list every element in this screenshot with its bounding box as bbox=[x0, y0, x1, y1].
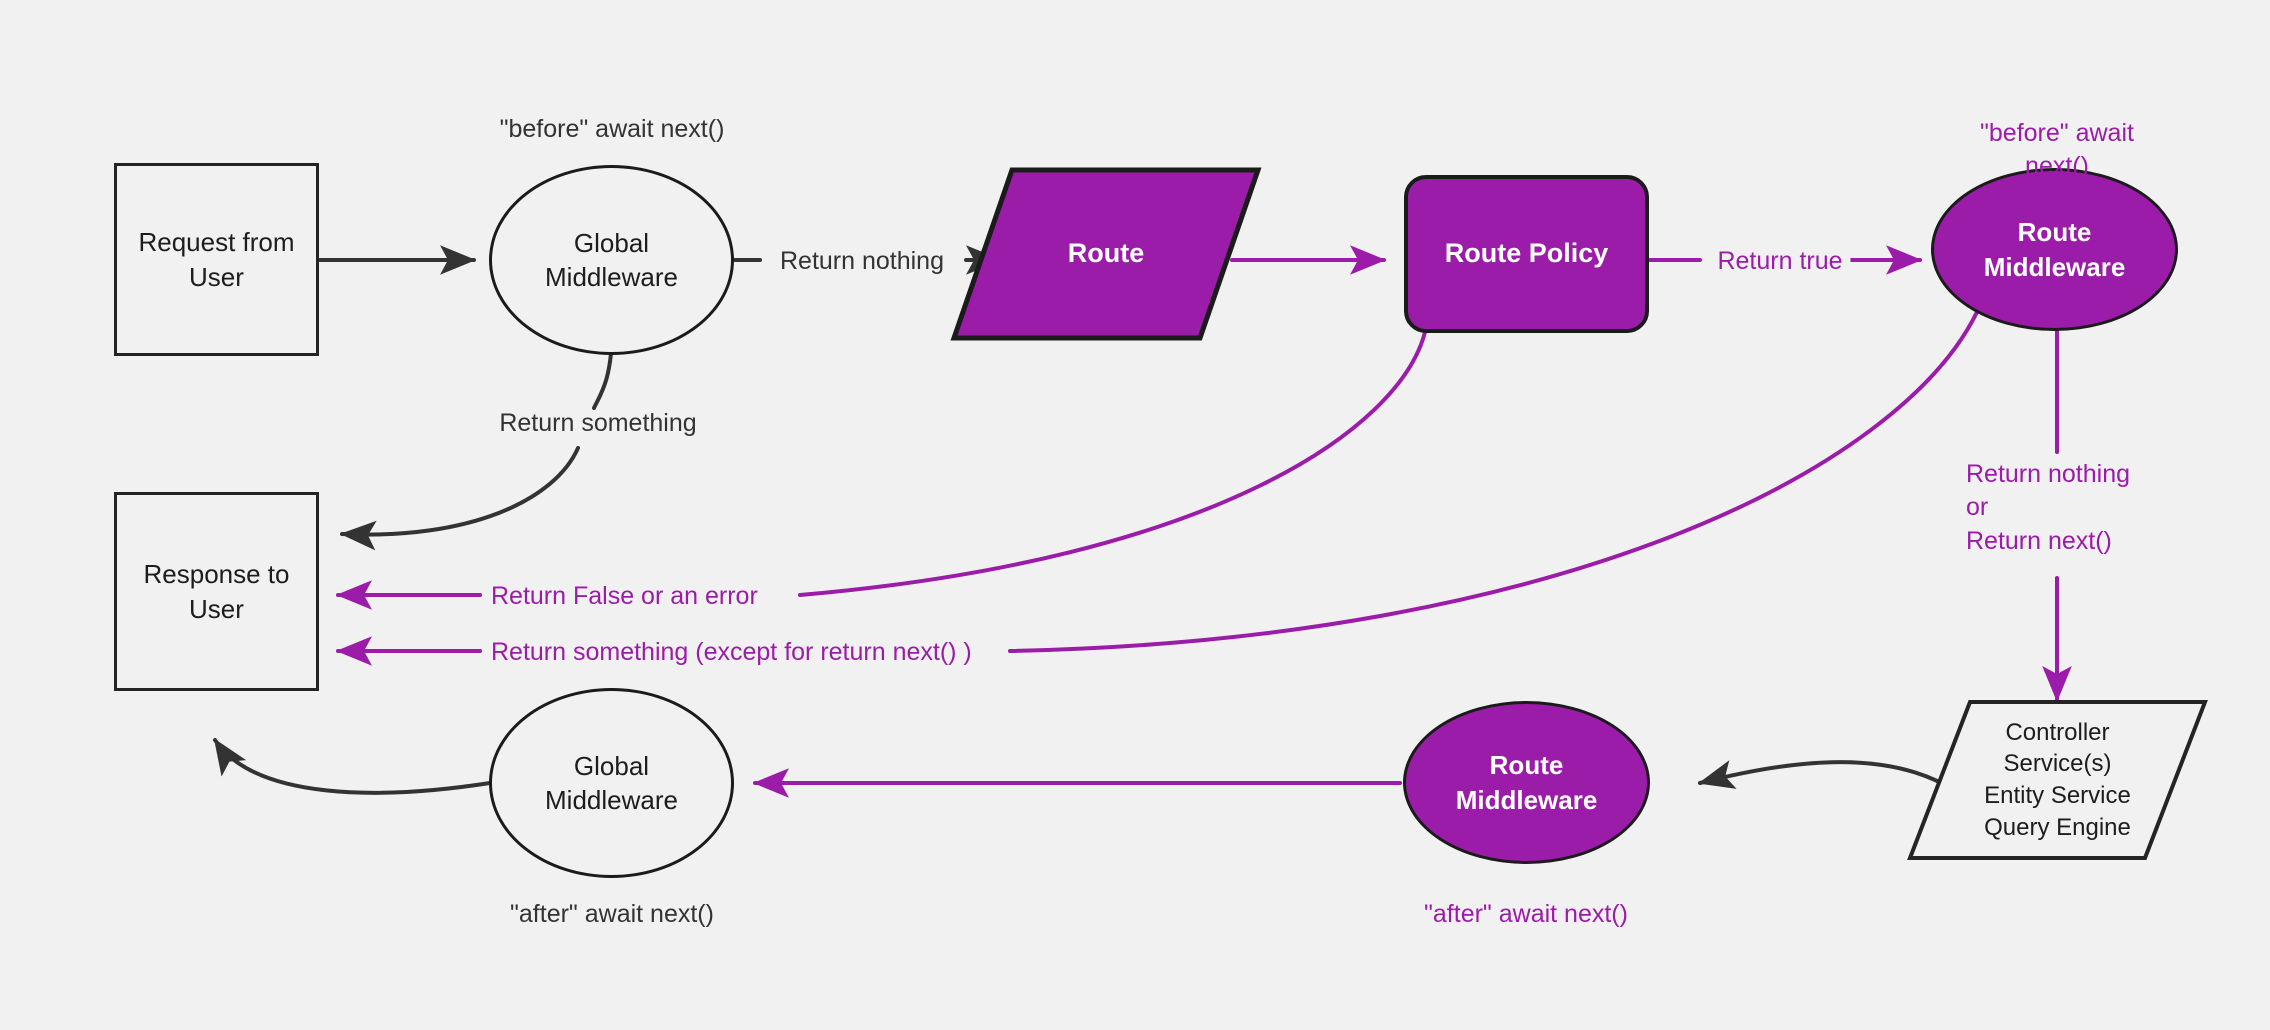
node-route-middleware-after-label: Route Middleware bbox=[1455, 750, 1598, 815]
edge-route-middleware-to-response bbox=[1008, 310, 1979, 653]
node-route-middleware-after[interactable]: Route Middleware bbox=[1403, 701, 1650, 864]
edge-global-middleware-to-response-tail bbox=[340, 446, 580, 551]
shape-controller-parallelogram bbox=[1907, 700, 2208, 860]
edge-label-return-false-or-error: Return False or an error bbox=[483, 580, 766, 614]
node-request-from-user[interactable]: Request from User bbox=[114, 163, 319, 356]
shape-route-parallelogram bbox=[950, 167, 1262, 341]
edge-global-after-to-response bbox=[213, 738, 492, 795]
node-controller-services[interactable]: Controller Service(s) Entity Service Que… bbox=[1910, 702, 2205, 858]
node-global-middleware-before[interactable]: Global Middleware bbox=[489, 165, 734, 355]
edge-label-return-nothing-or-next: Return nothing or Return next() bbox=[1966, 460, 2131, 555]
node-route-middleware-before-label: Route Middleware bbox=[1983, 217, 2126, 282]
edge-route-policy-to-response bbox=[798, 330, 1427, 597]
annotation-route-middleware-before: "before" await next() bbox=[1980, 119, 2134, 181]
node-route-label: Route bbox=[1067, 238, 1145, 269]
edge-controller-to-route-middleware-after bbox=[1698, 760, 1947, 789]
edge-label-return-something-except: Return something (except for return next… bbox=[483, 636, 980, 670]
node-controller-services-label: Controller Service(s) Entity Service Que… bbox=[1984, 718, 2131, 841]
node-route-policy-label: Route Policy bbox=[1444, 238, 1609, 269]
node-global-middleware-after-label: Global Middleware bbox=[545, 750, 678, 815]
annotation-global-before: "before" await next() bbox=[499, 115, 725, 143]
node-global-middleware-before-label: Global Middleware bbox=[545, 227, 678, 292]
node-route-policy[interactable]: Route Policy bbox=[1404, 175, 1649, 333]
node-route[interactable]: Route bbox=[954, 170, 1258, 338]
annotation-global-after: "after" await next() bbox=[510, 900, 714, 928]
edge-label-return-true: Return true bbox=[1709, 245, 1851, 279]
edge-label-return-something: Return something bbox=[499, 409, 697, 437]
node-global-middleware-after[interactable]: Global Middleware bbox=[489, 688, 734, 878]
node-request-from-user-label: Request from User bbox=[138, 227, 295, 292]
node-route-middleware-before[interactable]: Route Middleware bbox=[1931, 168, 2178, 331]
edge-label-return-nothing: Return nothing bbox=[771, 245, 953, 279]
annotation-route-middleware-after: "after" await next() bbox=[1424, 900, 1628, 928]
node-response-to-user[interactable]: Response to User bbox=[114, 492, 319, 691]
node-response-to-user-label: Response to User bbox=[143, 559, 290, 624]
